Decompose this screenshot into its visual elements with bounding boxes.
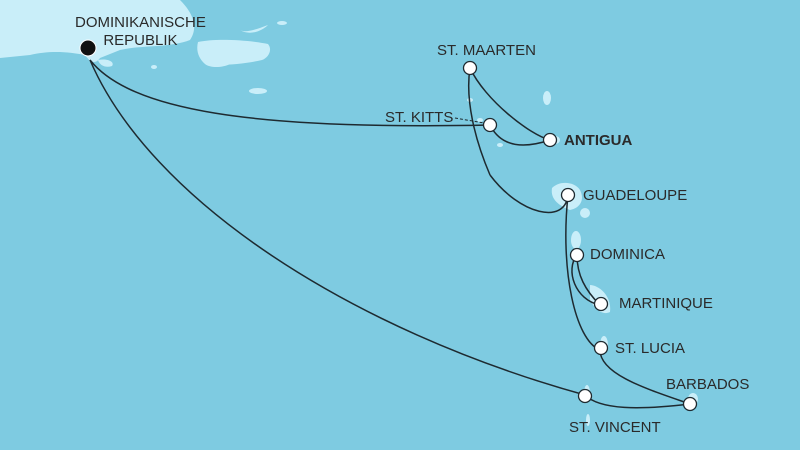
label-line1: DOMINIKANISCHE [75, 14, 206, 31]
port-marker-martinique[interactable] [593, 296, 609, 312]
label-dominikanische-republik: DOMINIKANISCHE REPUBLIK [75, 14, 206, 50]
port-marker-st-kitts[interactable] [482, 117, 498, 133]
land-masses [0, 0, 698, 426]
label-line2: REPUBLIK [103, 32, 178, 49]
label-st-kitts: ST. KITTS [385, 109, 454, 126]
port-marker-guadeloupe[interactable] [560, 187, 576, 203]
start-port-marker[interactable] [79, 39, 97, 57]
label-guadeloupe: GUADELOUPE [583, 187, 688, 204]
label-martinique: MARTINIQUE [619, 295, 713, 312]
port-marker-barbados[interactable] [682, 396, 698, 412]
port-marker-dominica[interactable] [569, 247, 585, 263]
label-st-vincent: ST. VINCENT [569, 419, 661, 436]
port-markers [462, 60, 698, 412]
label-dominica: DOMINICA [590, 246, 665, 263]
label-antigua: ANTIGUA [564, 132, 633, 149]
label-barbados: BARBADOS [666, 376, 750, 393]
port-marker-antigua[interactable] [542, 132, 558, 148]
port-marker-st-lucia[interactable] [593, 340, 609, 356]
port-marker-st-vincent[interactable] [577, 388, 593, 404]
port-marker-st-maarten[interactable] [462, 60, 478, 76]
label-st-maarten: ST. MAARTEN [437, 42, 536, 59]
label-st-lucia: ST. LUCIA [615, 340, 686, 357]
